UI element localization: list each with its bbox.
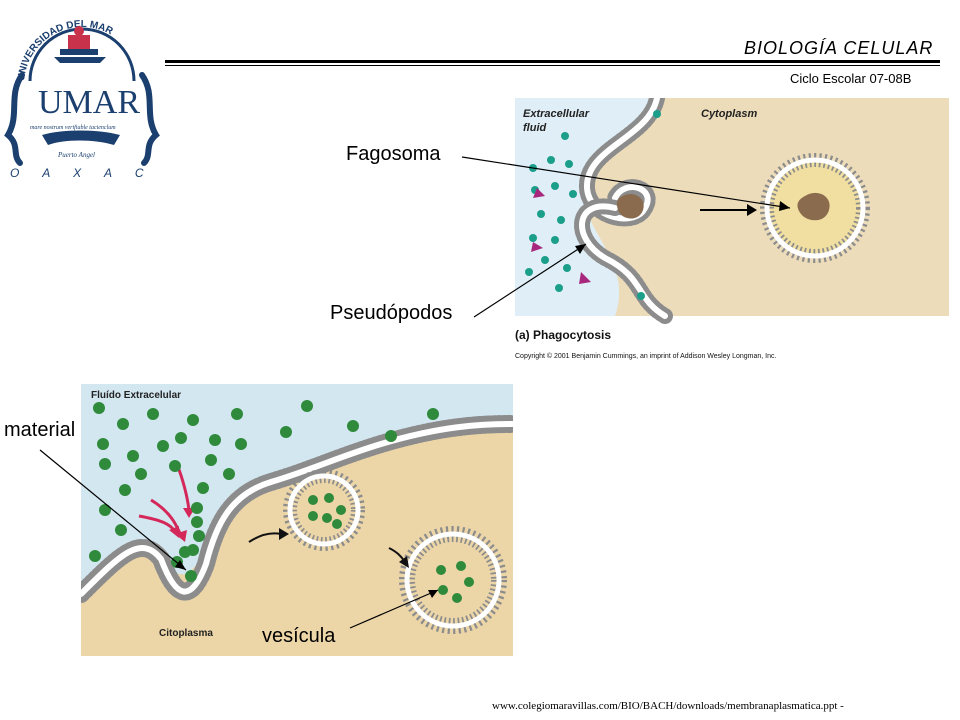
callout-fagosoma: Fagosoma [346,143,441,165]
callout-vesicula: vesícula [262,625,336,647]
figure-copyright: Copyright © 2001 Benjamin Cummings, an i… [515,352,776,360]
process-arrow-1 [248,532,282,543]
callout-pseudopodos: Pseudópodos [330,302,453,324]
source-url[interactable]: www.colegiomaravillas.com/BIO/BACH/downl… [492,700,844,712]
header-rule [165,60,940,63]
phagocytosis-figure: Extracellular fluid Cytoplasm (a) Phagoc… [515,98,949,360]
endocytosis-figure: Fluído Extracelular Citoplasma [81,384,513,656]
food-particle-engulfed [616,193,644,219]
extracellular-label: Fluído Extracelular [91,390,181,401]
logo-place: Puerto Angel [57,151,95,159]
extracellular-particles [89,400,439,582]
callout-material: material [4,419,76,441]
extracellular-label-line2: fluid [523,122,546,134]
crest-icon [54,26,106,63]
logo-motto: mare nostrum verifiable tacienclum [30,124,116,131]
extracellular-particles [525,110,661,300]
extracellular-label: Extracellular [523,108,590,120]
vesicle [399,526,507,634]
logo-state: O A X A C A [10,166,160,180]
page-title: BIOLOGÍA CELULAR [744,38,934,58]
forming-vesicle [283,469,365,551]
cytoplasm-label: Citoplasma [159,628,213,639]
phagosome [760,153,870,263]
extracellular-triangles [531,188,591,284]
page-subtitle: Ciclo Escolar 07-08B [790,71,912,86]
figure-caption: (a) Phagocytosis [515,328,611,342]
cytoplasm-label: Cytoplasm [701,108,757,120]
university-logo: UNIVERSIDAD DEL MAR UMAR mare nostrum ve… [4,19,160,180]
header-rule-thin [165,65,940,66]
logo-initials: UMAR [38,84,140,121]
